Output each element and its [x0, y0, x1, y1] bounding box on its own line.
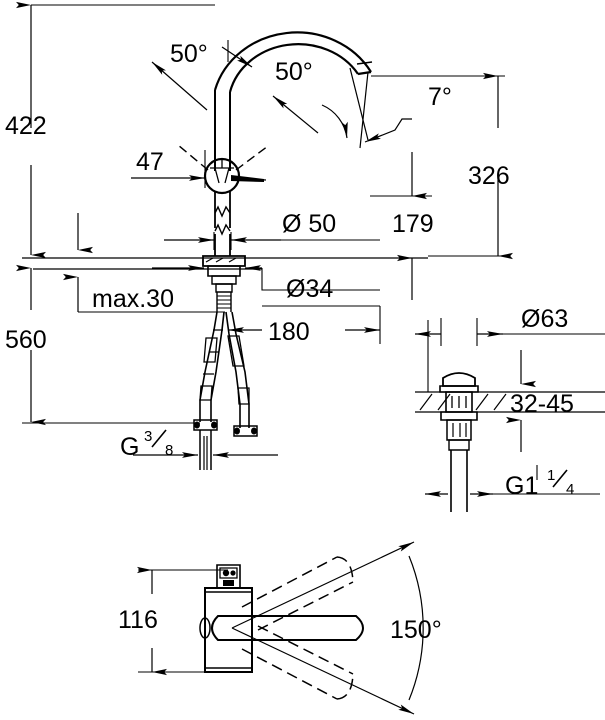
dim-560-label: 560 — [5, 326, 47, 354]
dim-180-label: 180 — [268, 318, 310, 346]
dim-g38-group: G 3 8 — [120, 428, 173, 461]
dim-179-label: 179 — [392, 210, 434, 238]
dim-g114-prefix: G1 — [505, 472, 538, 500]
dim-g114-group: G1 1 4 — [505, 467, 574, 500]
dim-422-label: 422 — [5, 112, 47, 140]
dim-326-label: 326 — [468, 162, 510, 190]
dim-116-label: 116 — [118, 606, 158, 634]
dim-g114-slash — [552, 469, 568, 488]
dim-g38-denom: 8 — [165, 442, 173, 459]
angle-50-left-label: 50° — [170, 40, 208, 68]
dim-g38-prefix: G — [120, 433, 139, 461]
dim-47-label: 47 — [136, 148, 164, 176]
dim-dia34-label: Ø34 — [286, 275, 333, 303]
angle-150-label: 150° — [390, 616, 442, 644]
angle-7-label: 7° — [428, 83, 452, 111]
dim-g38-numer: 3 — [144, 428, 152, 445]
dim-dia63-label: Ø63 — [521, 305, 568, 333]
dim-dia50-label: Ø 50 — [282, 210, 336, 238]
dim-g114-numer: 1 — [547, 467, 555, 484]
dim-32-45-label: 32-45 — [510, 390, 574, 418]
dim-max30-label: max.30 — [92, 285, 174, 313]
angle-50-right-label: 50° — [275, 58, 313, 86]
dim-g38-slash — [151, 429, 167, 448]
dim-g114-denom: 4 — [566, 481, 574, 498]
